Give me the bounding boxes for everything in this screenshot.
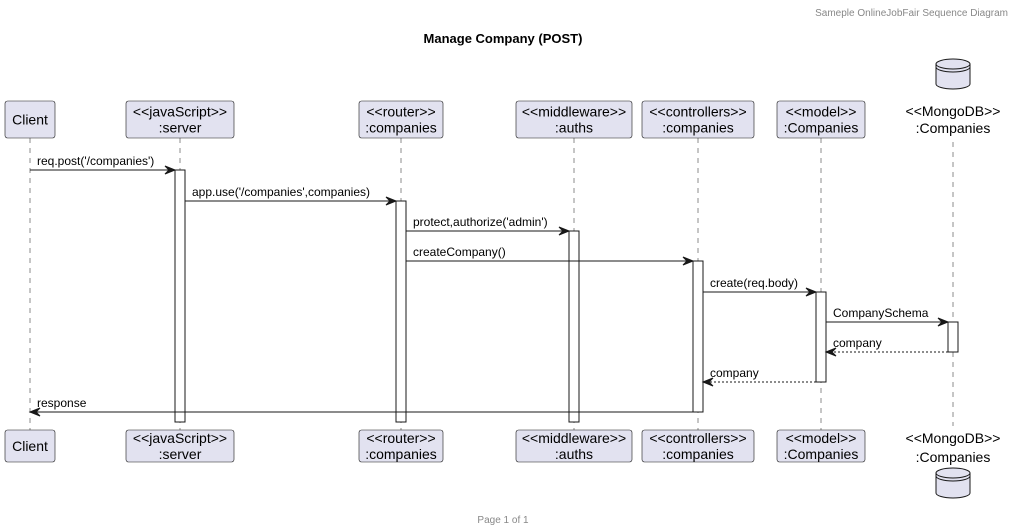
participant-box [515,429,633,463]
arrowhead [28,407,41,417]
participant-controllers-top: <<controllers>>:companies [641,100,755,139]
participant-box [776,429,866,463]
messages: req.post('/companies') app.use('/companie… [28,154,950,417]
lifelines [29,138,954,430]
participant-box [4,100,56,139]
participant-label: <<middleware>> [522,430,626,446]
activation-bars [174,169,959,423]
arrowhead [937,317,950,327]
participant-label: :server [159,446,202,462]
participant-label: <<controllers>> [649,430,746,446]
message-label: protect,authorize('admin') [413,215,548,229]
participant-db-top: <<MongoDB>>:Companies [906,58,1001,136]
diagram-header-caption: Sameple OnlineJobFair Sequence Diagram [815,8,1008,19]
message-label: createCompany() [413,245,506,259]
message-1: req.post('/companies') [30,154,177,175]
participant-db-bottom: <<MongoDB>> :Companies [906,430,1001,499]
arrowhead [701,377,714,387]
participant-label: <<javaScript>> [133,430,227,446]
participant-label: <<MongoDB>> [906,430,1001,446]
participant-label: <<MongoDB>> [906,103,1001,119]
message-label: company [833,336,882,350]
message-5: create(req.body) [703,276,818,297]
participants-bottom: Client<<javaScript>>:server<<router>>:co… [4,429,1001,499]
participant-label: :Companies [916,120,991,136]
participant-label: :Companies [916,449,991,465]
participant-label: :companies [365,120,437,136]
participant-controllers-bottom: <<controllers>>:companies [641,429,755,463]
message-label: app.use('/companies',companies) [192,185,370,199]
page-footer: Page 1 of 1 [477,515,529,526]
activation-bar-server [174,169,186,423]
database-icon [935,58,971,90]
message-8: company [701,366,816,387]
participant-client-top: Client [4,100,56,139]
message-6: CompanySchema [826,306,950,327]
participant-label: :companies [662,446,734,462]
activation-bar-model [815,291,827,383]
participant-label: :auths [555,446,593,462]
participant-model-top: <<model>>:Companies [776,100,866,139]
participant-client-bottom: Client [4,429,56,463]
message-7: company [824,336,948,357]
participant-box [125,100,235,139]
arrowhead [558,226,571,236]
participant-label: <<router>> [366,104,435,120]
participant-label: <<router>> [366,430,435,446]
arrowhead [682,256,695,266]
arrowhead [805,287,818,297]
message-label: create(req.body) [710,276,798,290]
activation-bar-auths [568,230,580,423]
message-label: response [37,396,87,410]
participant-box [358,100,444,139]
participant-auths-bottom: <<middleware>>:auths [515,429,633,463]
participant-label: <<model>> [786,430,857,446]
participant-box [515,100,633,139]
activation-bar-controllers [692,260,704,413]
participant-label: :auths [555,120,593,136]
participant-box [358,429,444,463]
participant-label: Client [12,438,48,454]
participant-label: <<model>> [786,104,857,120]
database-icon [935,467,971,499]
participant-model-bottom: <<model>>:Companies [776,429,866,463]
participant-box [4,429,56,463]
activation-bar-db [947,321,959,353]
message-9: response [28,396,693,417]
message-2: app.use('/companies',companies) [185,185,398,206]
message-3: protect,authorize('admin') [406,215,571,236]
participants-top: Client<<javaScript>>:server<<router>>:co… [4,58,1001,139]
participant-box [776,100,866,139]
participant-label: :companies [365,446,437,462]
message-label: CompanySchema [833,306,929,320]
participant-router-bottom: <<router>>:companies [358,429,444,463]
participant-box [641,429,755,463]
participant-label: :Companies [784,120,859,136]
arrowhead [824,347,837,357]
participant-label: Client [12,112,48,128]
participant-auths-top: <<middleware>>:auths [515,100,633,139]
participant-label: <<middleware>> [522,104,626,120]
arrowhead [385,196,398,206]
message-label: company [710,366,759,380]
participant-label: :Companies [784,446,859,462]
participant-label: <<javaScript>> [133,104,227,120]
message-label: req.post('/companies') [37,154,154,168]
participant-label: :companies [662,120,734,136]
activation-bar-router [395,200,407,423]
participant-server-top: <<javaScript>>:server [125,100,235,139]
participant-box [125,429,235,463]
participant-server-bottom: <<javaScript>>:server [125,429,235,463]
diagram-title: Manage Company (POST) [424,31,583,46]
arrowhead [164,165,177,175]
message-4: createCompany() [406,245,695,266]
participant-label: <<controllers>> [649,104,746,120]
participant-label: :server [159,120,202,136]
participant-box [641,100,755,139]
participant-router-top: <<router>>:companies [358,100,444,139]
